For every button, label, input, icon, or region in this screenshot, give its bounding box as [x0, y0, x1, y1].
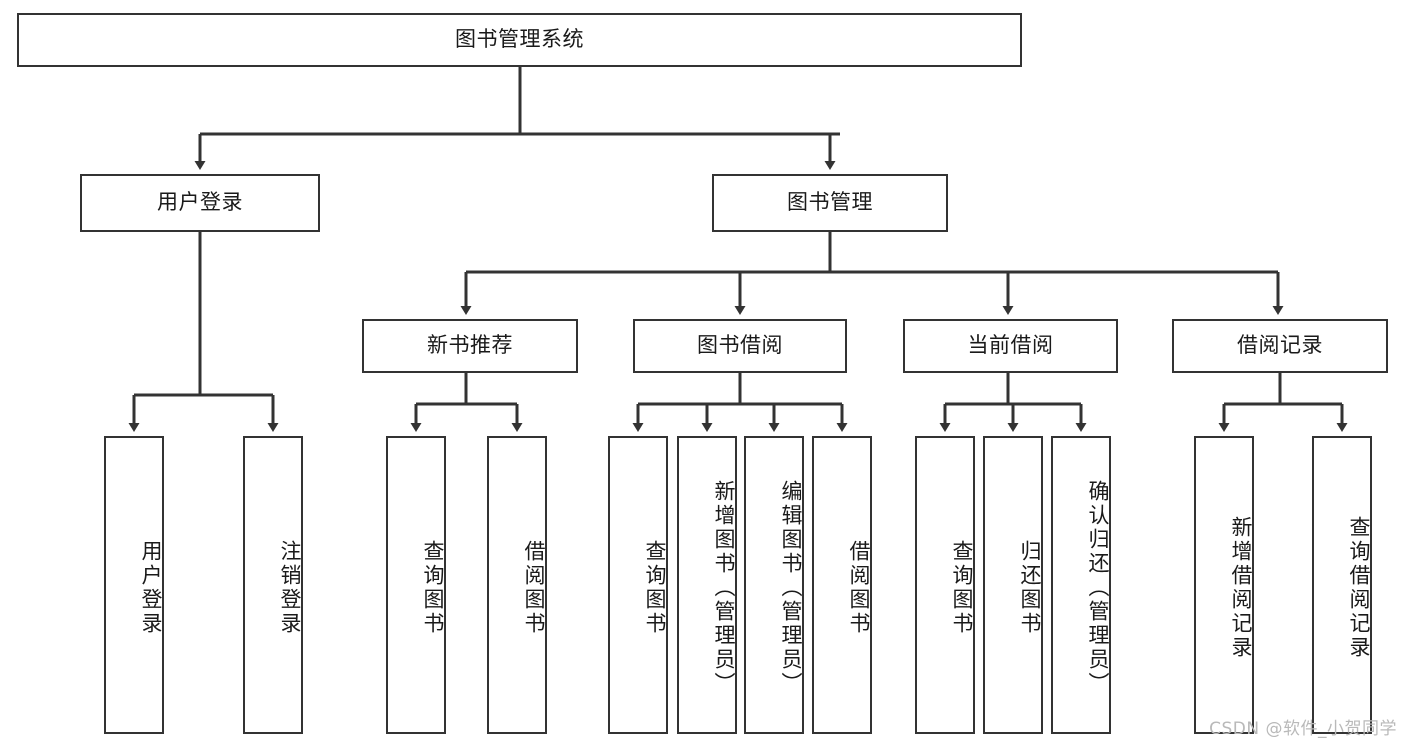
node-label: 新书推荐: [427, 333, 513, 358]
node-user-login[interactable]: 用户登录: [80, 174, 320, 232]
node-label: 图书管理系统: [455, 27, 584, 52]
node-book-borrow[interactable]: 图书借阅: [633, 319, 847, 373]
node-leaf-logout[interactable]: 注销登录: [243, 436, 303, 734]
node-label: 确认归还（管理员）: [1086, 480, 1110, 696]
node-label: 用户登录: [157, 190, 243, 215]
node-leaf-add-record[interactable]: 新增借阅记录: [1194, 436, 1254, 734]
node-label: 图书管理: [787, 190, 873, 215]
node-new-book-recommend[interactable]: 新书推荐: [362, 319, 578, 373]
node-leaf-user-login[interactable]: 用户登录: [104, 436, 164, 734]
node-leaf-confirm-return[interactable]: 确认归还（管理员）: [1051, 436, 1111, 734]
node-leaf-borrow-book-1[interactable]: 借阅图书: [487, 436, 547, 734]
node-borrow-record[interactable]: 借阅记录: [1172, 319, 1388, 373]
node-label: 归还图书: [1018, 540, 1042, 636]
node-label: 查询图书: [950, 540, 974, 636]
node-label: 查询图书: [421, 540, 445, 636]
node-label: 借阅图书: [522, 540, 546, 636]
node-label: 借阅图书: [847, 540, 871, 636]
node-label: 注销登录: [278, 540, 302, 636]
node-leaf-edit-book[interactable]: 编辑图书（管理员）: [744, 436, 804, 734]
node-label: 查询图书: [643, 540, 667, 636]
node-label: 图书借阅: [697, 333, 783, 358]
node-label: 当前借阅: [967, 333, 1054, 358]
node-leaf-return-book[interactable]: 归还图书: [983, 436, 1043, 734]
node-label: 新增图书（管理员）: [712, 480, 736, 696]
node-leaf-query-book-2[interactable]: 查询图书: [608, 436, 668, 734]
node-current-borrow[interactable]: 当前借阅: [903, 319, 1118, 373]
node-label: 查询借阅记录: [1347, 516, 1371, 660]
node-label: 借阅记录: [1237, 333, 1323, 358]
node-label: 用户登录: [139, 540, 163, 636]
node-label: 编辑图书（管理员）: [779, 480, 803, 696]
node-leaf-query-record[interactable]: 查询借阅记录: [1312, 436, 1372, 734]
node-leaf-query-book-1[interactable]: 查询图书: [386, 436, 446, 734]
node-book-management[interactable]: 图书管理: [712, 174, 948, 232]
node-leaf-query-book-3[interactable]: 查询图书: [915, 436, 975, 734]
node-root-system[interactable]: 图书管理系统: [17, 13, 1022, 67]
node-leaf-borrow-book-2[interactable]: 借阅图书: [812, 436, 872, 734]
node-leaf-add-book[interactable]: 新增图书（管理员）: [677, 436, 737, 734]
node-label: 新增借阅记录: [1229, 516, 1253, 660]
